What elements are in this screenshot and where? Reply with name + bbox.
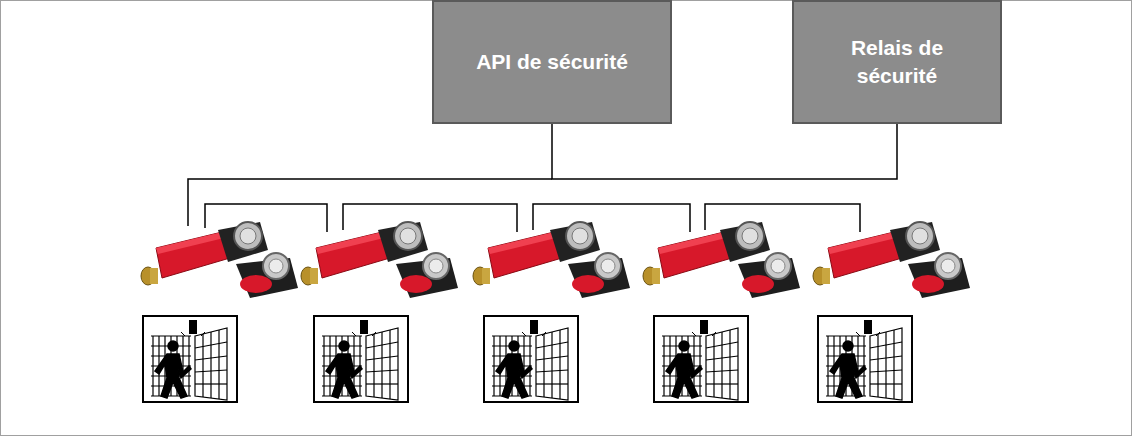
control-box: Relais de sécurité xyxy=(792,0,1002,124)
control-box: API de sécurité xyxy=(432,0,672,124)
box-label: API de sécurité xyxy=(476,48,628,76)
box-label: Relais de sécurité xyxy=(808,34,986,91)
wire xyxy=(552,124,897,179)
